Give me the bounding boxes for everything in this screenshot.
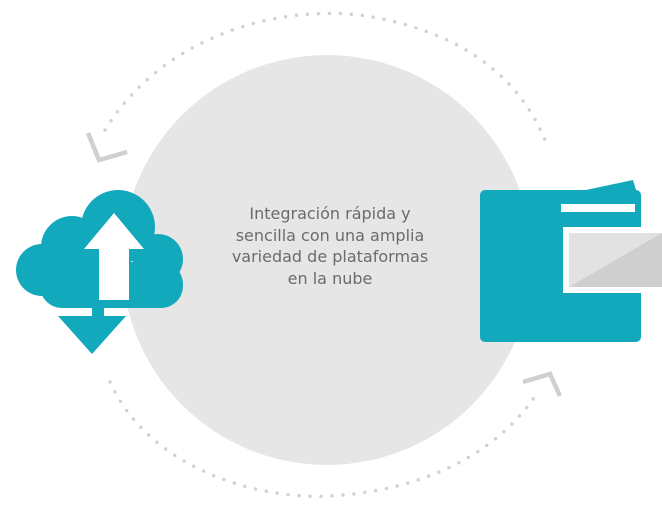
center-circle — [122, 55, 532, 465]
cycle-arrow-top — [85, 11, 550, 163]
chevron-arrowhead-top — [85, 132, 128, 163]
center-caption: Integración rápida y sencilla con una am… — [200, 203, 460, 289]
caption-line: variedad de plataformas — [231, 247, 429, 266]
caption-line: sencilla con una amplia — [235, 225, 425, 245]
chevron-arrowhead-bottom — [522, 371, 563, 397]
cycle-arrow-bottom — [108, 371, 563, 499]
multifunction-printer-icon — [480, 180, 662, 342]
caption-line: Integración rápida y — [249, 204, 411, 223]
cloud-upload-download-icon — [16, 190, 183, 354]
caption-line: en la nube — [287, 268, 373, 288]
